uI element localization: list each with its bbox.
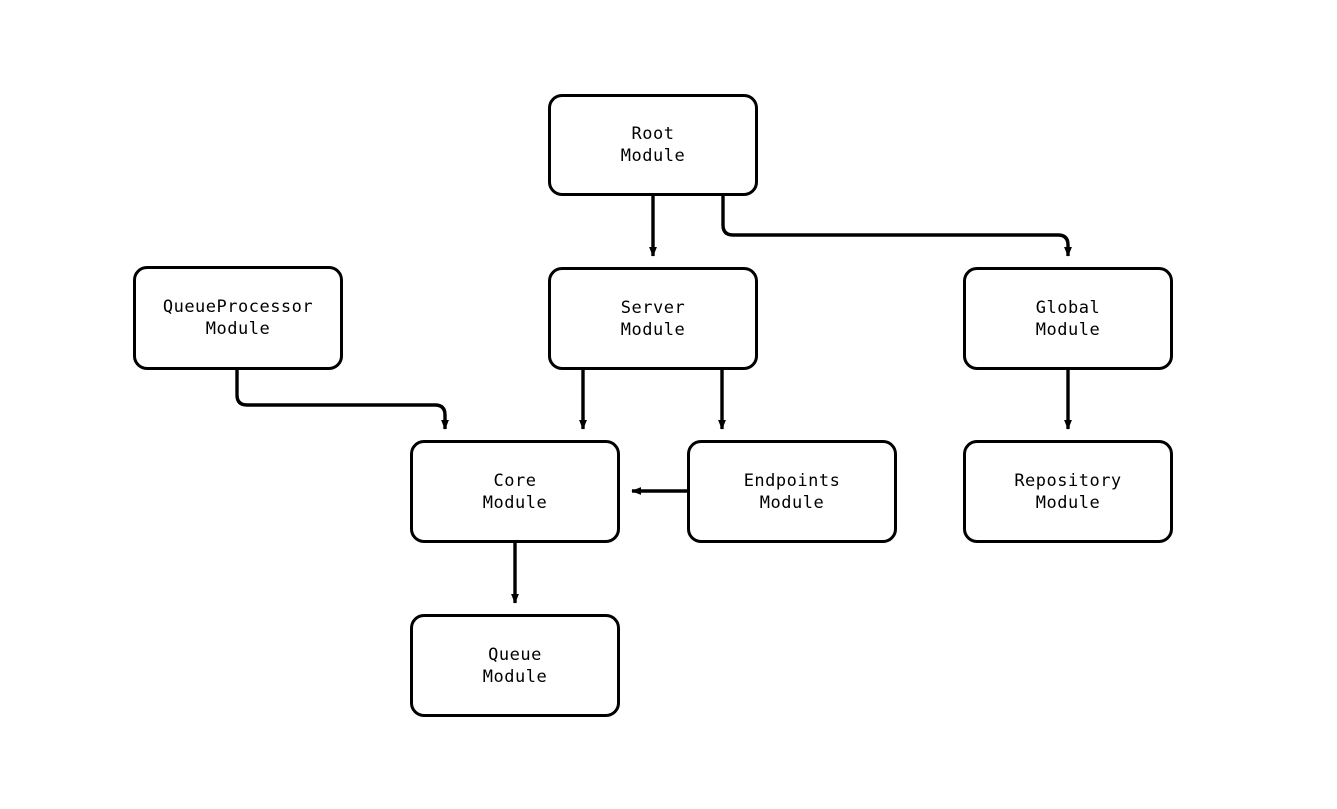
node-label-line1: Queue bbox=[488, 644, 542, 665]
node-label-line2: Module bbox=[205, 319, 271, 339]
node-label-line2: Module bbox=[759, 492, 825, 513]
node-core-module[interactable]: Core Module bbox=[410, 440, 620, 543]
node-server-module[interactable]: Server Module bbox=[548, 267, 758, 370]
node-global-module[interactable]: Global Module bbox=[963, 267, 1173, 370]
edge-queueprocessor-core bbox=[235, 370, 449, 430]
node-queue-module[interactable]: Queue Module bbox=[410, 614, 620, 717]
node-label-line1: Repository bbox=[1014, 470, 1122, 491]
node-label-line2: Module bbox=[482, 666, 548, 687]
node-label-line2: Module bbox=[482, 492, 548, 513]
node-label-line2: Module bbox=[1035, 319, 1101, 340]
node-repository-module[interactable]: Repository Module bbox=[963, 440, 1173, 543]
node-label-line2: Module bbox=[1035, 492, 1101, 513]
node-label-line2: Module bbox=[620, 146, 686, 166]
node-label-line1: Core bbox=[493, 470, 537, 491]
node-endpoints-module[interactable]: Endpoints Module bbox=[687, 440, 897, 543]
node-label-line1: QueueProcessor bbox=[162, 297, 314, 317]
node-label-line1: Global bbox=[1035, 297, 1101, 318]
node-label-line1: Endpoints bbox=[743, 470, 841, 491]
edge-root-global bbox=[721, 196, 1072, 257]
node-label-line1: Root bbox=[631, 124, 675, 144]
node-queueprocessor-module[interactable]: QueueProcessor Module bbox=[133, 266, 343, 370]
node-label-line1: Server bbox=[620, 297, 686, 318]
node-root-module[interactable]: Root Module bbox=[548, 94, 758, 196]
node-label-line2: Module bbox=[620, 319, 686, 340]
